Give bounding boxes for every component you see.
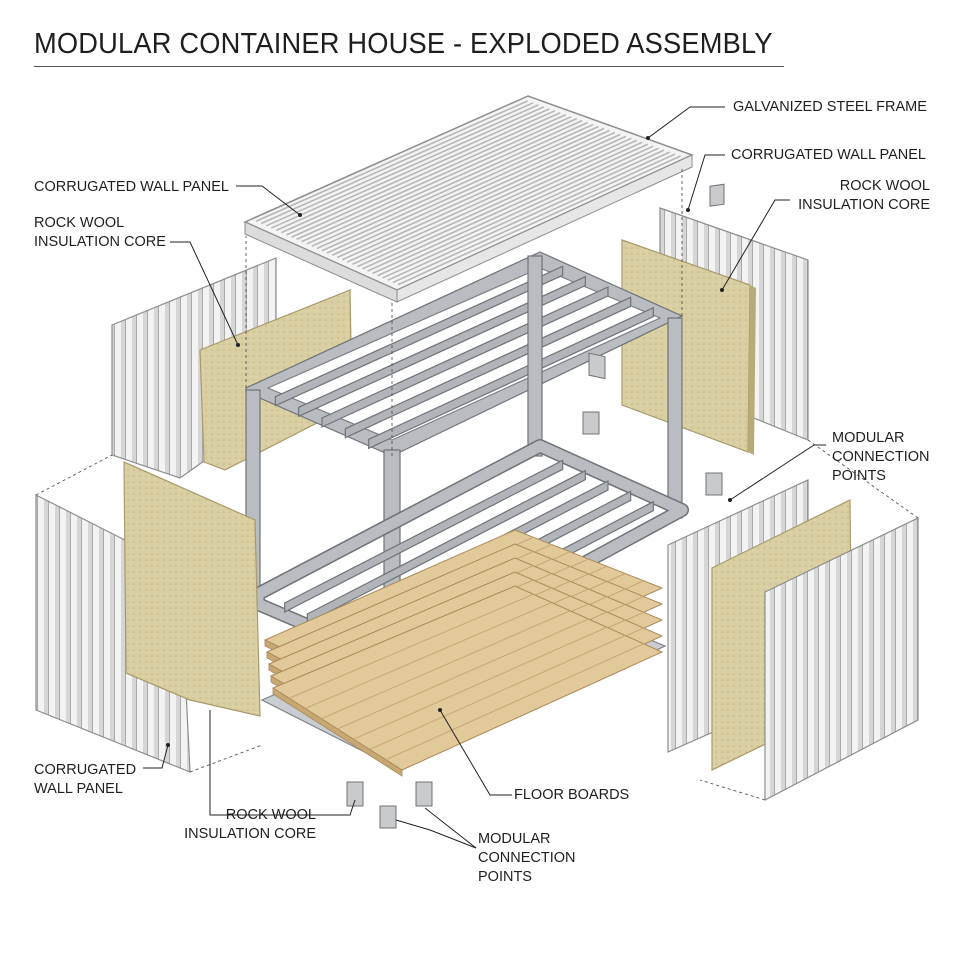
roof-rib	[341, 133, 621, 261]
roof-rib	[296, 115, 572, 241]
front-left-insulation	[123, 461, 261, 717]
label-modular-connection-points-bottom: MODULAR CONNECTION POINTS	[478, 831, 576, 885]
frame-cross-beam	[274, 265, 564, 407]
roof-rib	[387, 151, 670, 281]
label-corrugated-wall-panel-bottom: CORRUGATED WALL PANEL	[34, 762, 137, 797]
roof-rib	[397, 155, 681, 286]
roof-rib	[291, 114, 567, 238]
roof-rib	[255, 100, 528, 222]
label-rock-wool-bottom: ROCK WOOL INSULATION CORE	[184, 807, 316, 842]
roof-rib	[260, 102, 534, 225]
roof-rib	[306, 119, 583, 245]
frame-cross-beam	[368, 306, 654, 450]
roof-rib	[352, 137, 632, 266]
roof-rib	[392, 153, 676, 284]
roof-rib	[346, 135, 627, 263]
floor-boards	[260, 529, 667, 777]
label-corrugated-wall-panel-left: CORRUGATED WALL PANEL	[34, 179, 229, 195]
floor-board-layer	[271, 585, 664, 777]
right-back-insulation	[621, 239, 756, 455]
label-rock-wool-right: ROCK WOOL INSULATION CORE	[798, 178, 930, 213]
front-right-front-wall-panel	[764, 517, 919, 801]
roof-rib	[326, 127, 605, 254]
roof-rib	[377, 147, 659, 277]
label-floor-boards: FLOOR BOARDS	[514, 787, 630, 803]
leader-lines	[143, 106, 826, 849]
roof-rib	[362, 141, 643, 270]
leader-dots	[166, 136, 732, 747]
dashed-guide-lines	[35, 168, 919, 801]
roof-rib	[316, 123, 594, 250]
roof-rib	[281, 110, 556, 234]
roof-rib	[367, 143, 649, 272]
roof-rib	[321, 125, 599, 252]
connection-brackets	[346, 183, 725, 829]
label-rock-wool-left: ROCK WOOL INSULATION CORE	[34, 215, 166, 250]
roof-rib	[372, 145, 654, 275]
diagram-title: MODULAR CONTAINER HOUSE - EXPLODED ASSEM…	[34, 28, 773, 60]
roof-rib	[270, 106, 545, 229]
roof-rib	[276, 108, 550, 232]
roof-rib	[286, 112, 561, 236]
roof-rib	[301, 117, 577, 243]
roof-rib	[336, 131, 616, 259]
frame-cross-beam	[284, 459, 564, 613]
roof-rib	[311, 121, 588, 247]
roof-panel	[243, 95, 694, 303]
frame-cross-beam	[306, 469, 586, 624]
label-corrugated-wall-panel-right: CORRUGATED WALL PANEL	[731, 147, 926, 163]
roof-rib	[357, 139, 638, 268]
roof-rib	[331, 129, 610, 256]
roof-rib	[265, 104, 539, 227]
label-galvanized-steel-frame: GALVANIZED STEEL FRAME	[733, 99, 927, 115]
label-modular-connection-points-right: MODULAR CONNECTION POINTS	[832, 430, 930, 484]
frame-cross-beam	[298, 275, 586, 418]
title-underline	[34, 66, 784, 67]
roof-rib	[382, 149, 665, 279]
